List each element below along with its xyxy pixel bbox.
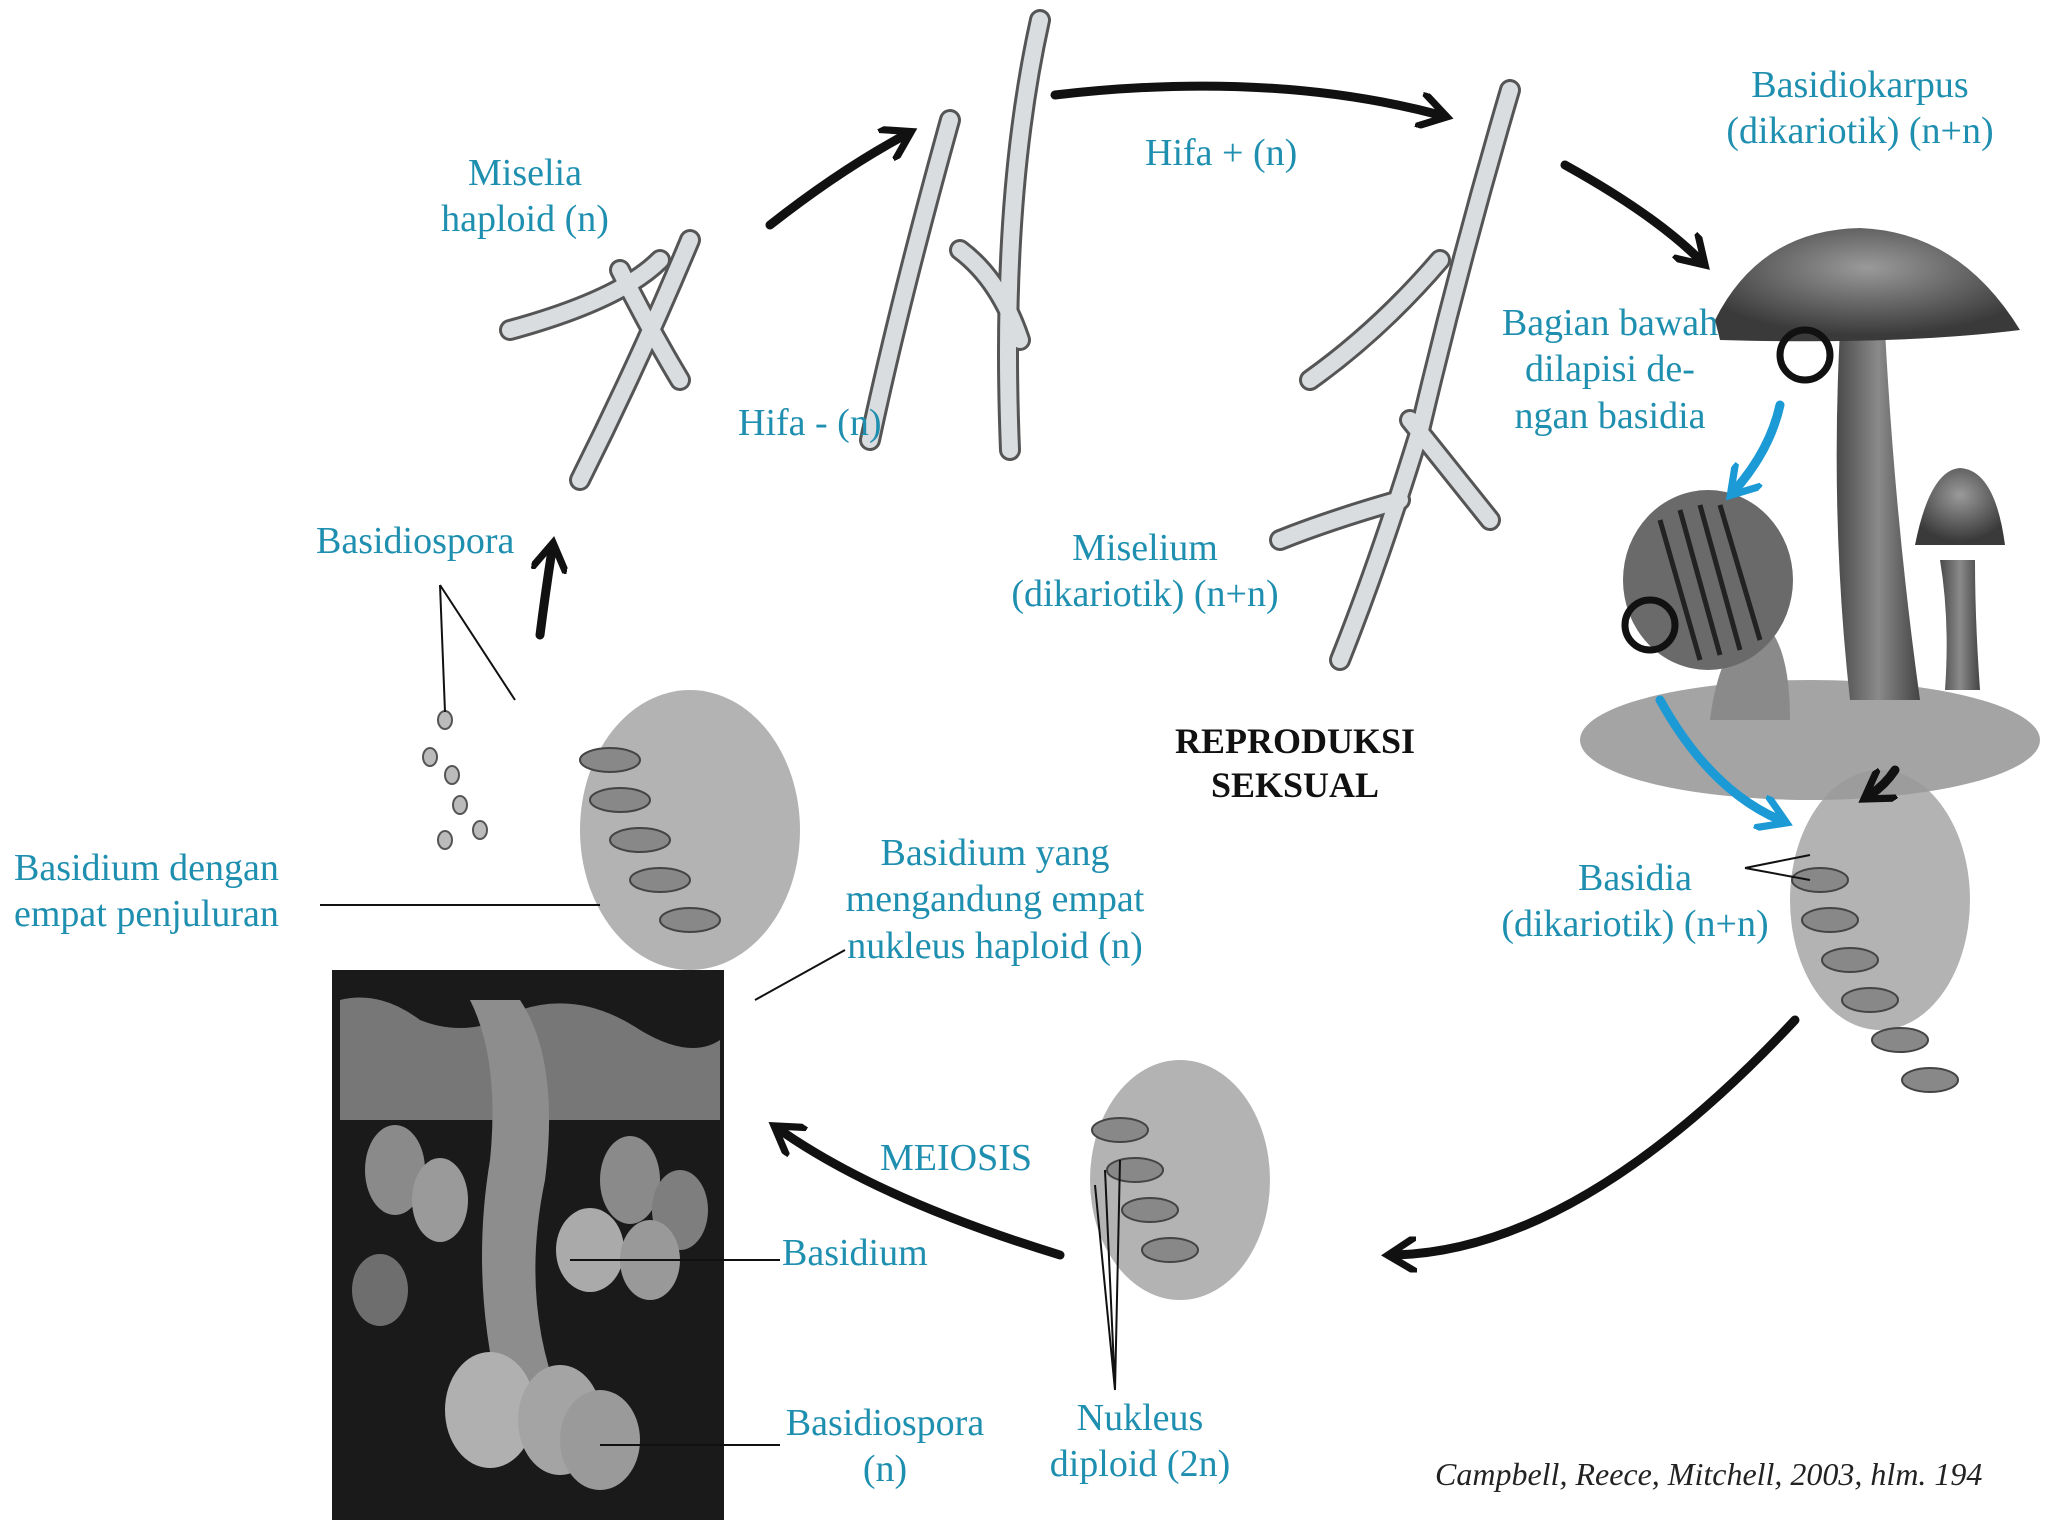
dikaryotic-mycelium-drawing (1269, 79, 1521, 671)
label-bagian-bawah: Bagian bawah dilapisi de- ngan basidia (1480, 300, 1740, 439)
label-nukleus-diploid-line2: diploid (2n) (1049, 1443, 1231, 1486)
blue-arrow-basidia (1655, 695, 1780, 820)
arrow-basidiospora-up (540, 550, 552, 640)
label-nukleus-line1: Basidium yang (880, 832, 1110, 874)
label-basidia-dikariotik: Basidia (dikariotik) (n+n) (1490, 855, 1780, 948)
pointer-lines (320, 584, 1811, 1446)
basidia-cluster-right (1790, 770, 1970, 1093)
cycle-arrows (540, 81, 1900, 1260)
blue-arrows (1655, 400, 1785, 820)
citation: Campbell, Reece, Mitchell, 2003, hlm. 19… (1435, 1456, 1983, 1492)
label-basidiospora-top: Basidiospora (316, 520, 515, 562)
label-bagian-line3: ngan basidia (1514, 394, 1706, 437)
haploid-mycelium-hyphae (499, 229, 701, 491)
label-basidiospora-bottom: Basidiospora (n) (775, 1400, 995, 1493)
label-miselia-line1: Miselia (468, 152, 582, 194)
mushroom-basidiocarp (1580, 228, 2040, 800)
micrograph-photo (332, 970, 724, 1520)
arrow-hifa-minus-to-hifa-plus (1050, 81, 1440, 115)
diploid-basidia-cluster (1090, 1060, 1270, 1300)
label-basidium: Basidium (782, 1232, 928, 1274)
diagram-title: REPRODUKSI SEKSUAL (1150, 720, 1440, 808)
label-nukleus-line2: mengandung empat (845, 878, 1145, 921)
arrow-mushroom-to-basidia (1870, 765, 1900, 795)
label-miselium-line1: Miselium (1072, 527, 1218, 569)
label-penjuluran-line1: Basidium dengan (14, 847, 279, 889)
arrow-miselia-to-hifa-minus (765, 135, 905, 230)
blue-arrow-gills (1735, 400, 1785, 490)
label-penjuluran-line2: empat penjuluran (14, 893, 279, 936)
label-miselium-dikariotik: Miselium (dikariotik) (n+n) (1000, 525, 1290, 618)
label-meiosis: MEIOSIS (880, 1137, 1033, 1179)
label-basidiospora-bottom-line1: Basidiospora (785, 1402, 985, 1444)
arrow-meiosis (780, 1130, 1065, 1260)
label-nukleus-line3: nukleus haploid (n) (847, 924, 1143, 967)
label-bagian-line1: Bagian bawah (1501, 302, 1719, 344)
arrow-hifa-plus-to-basidiocarp (1560, 160, 1700, 260)
label-basidia-line2: (dikariotik) (n+n) (1501, 903, 1769, 946)
label-basidiokarpus-line2: (dikariotik) (n+n) (1726, 110, 1994, 153)
label-miselia-haploid: Miselia haploid (n) (395, 150, 655, 243)
label-miselia-line2: haploid (n) (441, 198, 609, 241)
label-basidiokarpus: Basidiokarpus (dikariotik) (n+n) (1700, 62, 2020, 155)
label-basidiokarpus-line1: Basidiokarpus (1751, 64, 1969, 106)
label-basidiospora-bottom-line2: (n) (862, 1448, 908, 1491)
label-basidium-empat-nukleus: Basidium yang mengandung empat nukleus h… (830, 830, 1160, 969)
title-line1: REPRODUKSI (1174, 721, 1416, 761)
label-miselium-line2: (dikariotik) (n+n) (1011, 573, 1279, 616)
title-line2: SEKSUAL (1210, 764, 1380, 805)
label-nukleus-diploid: Nukleus diploid (2n) (1025, 1395, 1255, 1488)
hypha-minus-drawing (859, 9, 1051, 461)
label-nukleus-diploid-line1: Nukleus (1076, 1397, 1204, 1439)
label-bagian-line2: dilapisi de- (1525, 348, 1695, 391)
label-hifa-plus: Hifa + (n) (1145, 132, 1298, 174)
basidiospore-cluster-left (422, 690, 800, 970)
arrow-basidia-to-diploid (1395, 1015, 1800, 1255)
label-hifa-minus: Hifa - (n) (738, 402, 882, 444)
label-basidia-line1: Basidia (1578, 857, 1692, 899)
label-basidium-empat-penjuluran: Basidium dengan empat penjuluran (14, 845, 279, 938)
